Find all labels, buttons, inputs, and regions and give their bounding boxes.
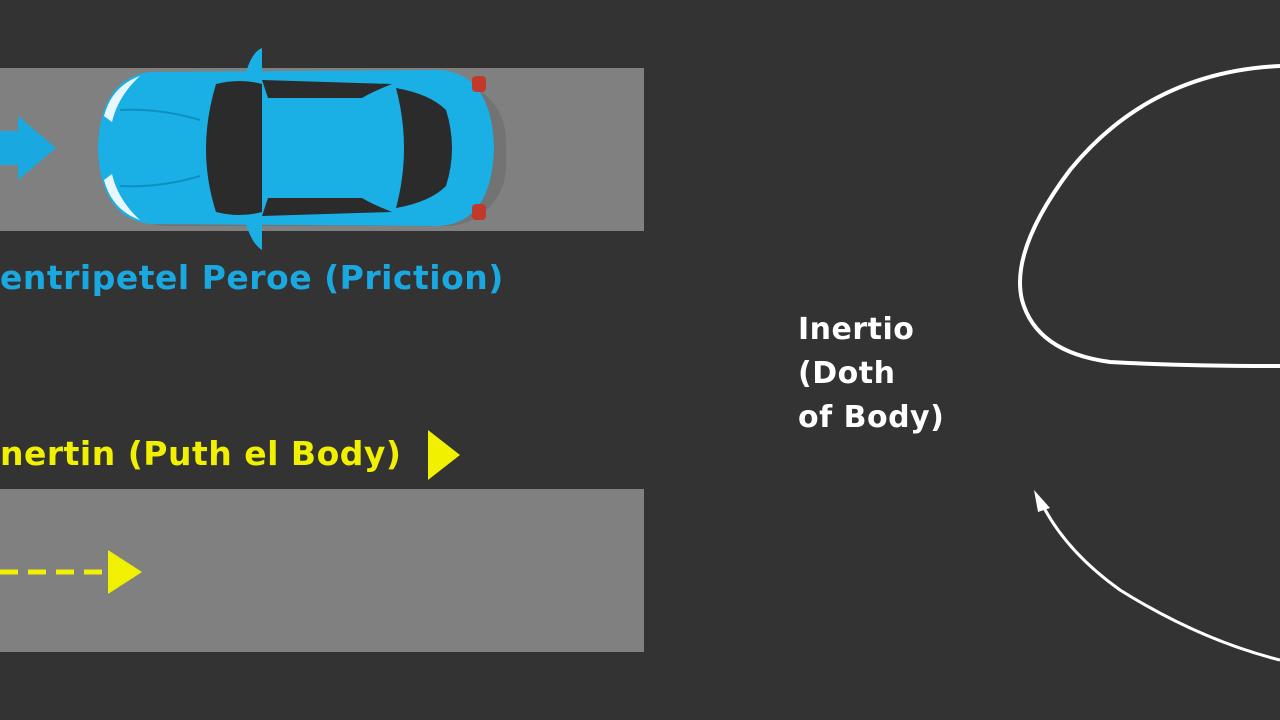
car-taillight-top	[472, 76, 486, 92]
car-headlight-bottom	[104, 174, 140, 220]
centripetal-force-arrow	[0, 116, 56, 180]
car-roof	[262, 98, 394, 198]
rotation-arc-head	[1034, 490, 1050, 512]
inertia-dashed-arrow-head	[108, 550, 142, 594]
car-mirror-top	[246, 48, 262, 72]
car-side-window-bottom	[262, 198, 392, 216]
force-arrow-shaft	[0, 131, 20, 165]
car-top-view	[98, 48, 506, 250]
car-hood-line-bottom	[119, 175, 201, 188]
inertia-path-label: nertin (Puth el Body)	[0, 434, 402, 473]
rotation-arc-line	[1038, 499, 1280, 662]
car-headlight-top	[104, 76, 140, 122]
inertia-dashed-arrow	[0, 550, 142, 594]
road-lane-bottom	[0, 489, 644, 652]
force-arrow-head	[18, 116, 56, 180]
inertia-curved-path	[1018, 64, 1280, 368]
car-windshield	[206, 81, 262, 215]
car-taillight-bottom	[472, 204, 486, 220]
inertia-right-label: Inertio (Doth of Body)	[798, 312, 945, 435]
inertia-direction-triangle	[428, 430, 460, 480]
car-hood-line-top	[119, 108, 201, 121]
car-mirror-bottom	[246, 224, 262, 250]
car-rear-window	[396, 88, 452, 208]
car-side-window-top	[262, 80, 392, 98]
centripetal-force-label: entripetel Peroe (Priction)	[0, 258, 504, 297]
rotation-arc-arrow	[1034, 490, 1280, 662]
